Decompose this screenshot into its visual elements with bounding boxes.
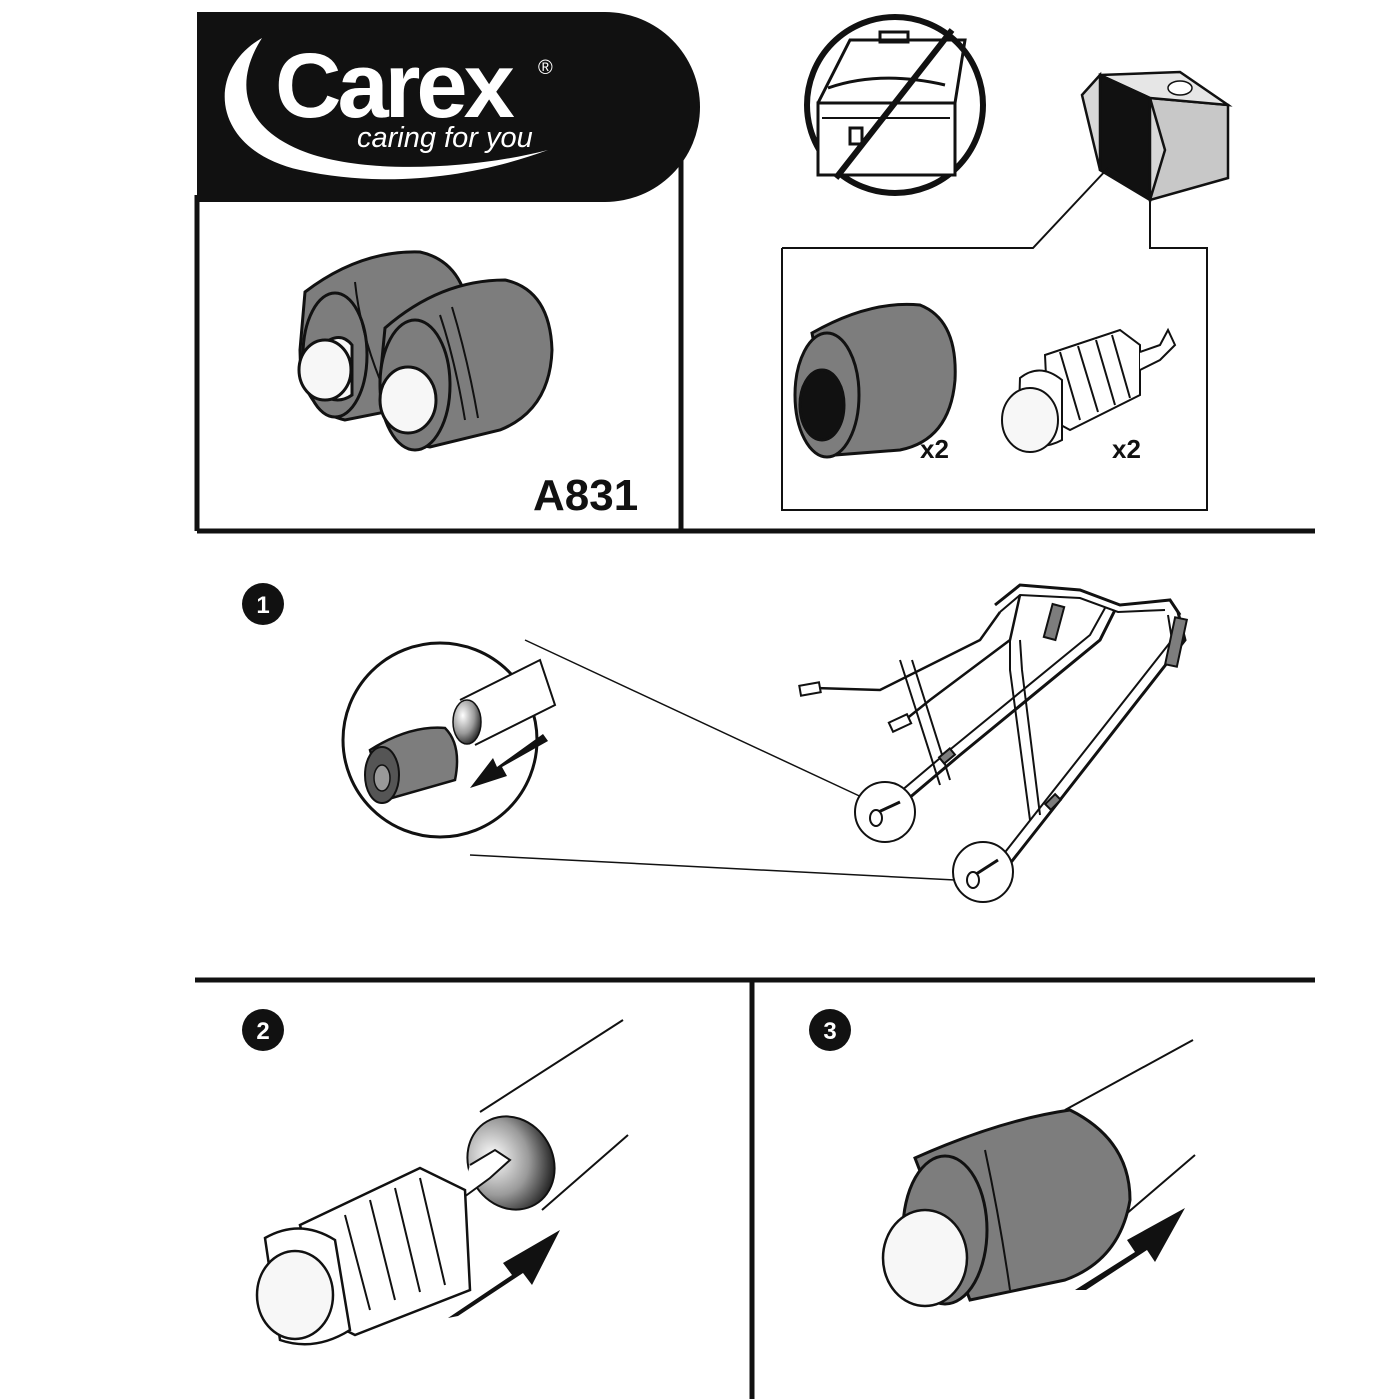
walker-front-left-leg-callout bbox=[854, 781, 916, 843]
no-tools-required-icon bbox=[804, 14, 986, 196]
brand-tagline: caring for you bbox=[357, 122, 533, 154]
step-1-number: 1 bbox=[256, 592, 269, 619]
logo-panel: Carex ® caring for you bbox=[197, 12, 700, 202]
step-2-arrow bbox=[448, 1230, 560, 1318]
contents-panel bbox=[781, 167, 1208, 511]
model-number: A831 bbox=[533, 471, 638, 520]
brand-registered-mark: ® bbox=[538, 57, 553, 79]
walker-front-right-leg-callout bbox=[952, 841, 1014, 903]
step-1-arrow bbox=[470, 734, 548, 788]
glide-insert-part bbox=[1001, 327, 1177, 453]
package-box-icon bbox=[1080, 70, 1233, 203]
step-3-illustration bbox=[881, 1039, 1196, 1308]
product-tips-illustration bbox=[297, 250, 554, 452]
glide-insert-quantity: x2 bbox=[1112, 434, 1141, 464]
brand-logo-text: Carex bbox=[275, 35, 515, 137]
magnifier-callout-lines bbox=[469, 639, 956, 881]
step-2-illustration bbox=[255, 1019, 629, 1346]
step-1-badge: 1 bbox=[242, 583, 284, 625]
walker-illustration bbox=[798, 583, 1189, 903]
product-panel bbox=[194, 99, 684, 531]
step-2-badge: 2 bbox=[242, 1009, 284, 1051]
step-2-number: 2 bbox=[256, 1018, 269, 1045]
step-3-arrow bbox=[1075, 1208, 1185, 1290]
step-1-magnifier bbox=[341, 641, 557, 839]
step-3-badge: 3 bbox=[809, 1009, 851, 1051]
step-3-number: 3 bbox=[823, 1018, 836, 1045]
rubber-tip-part bbox=[793, 302, 957, 459]
rubber-tip-quantity: x2 bbox=[920, 434, 949, 464]
